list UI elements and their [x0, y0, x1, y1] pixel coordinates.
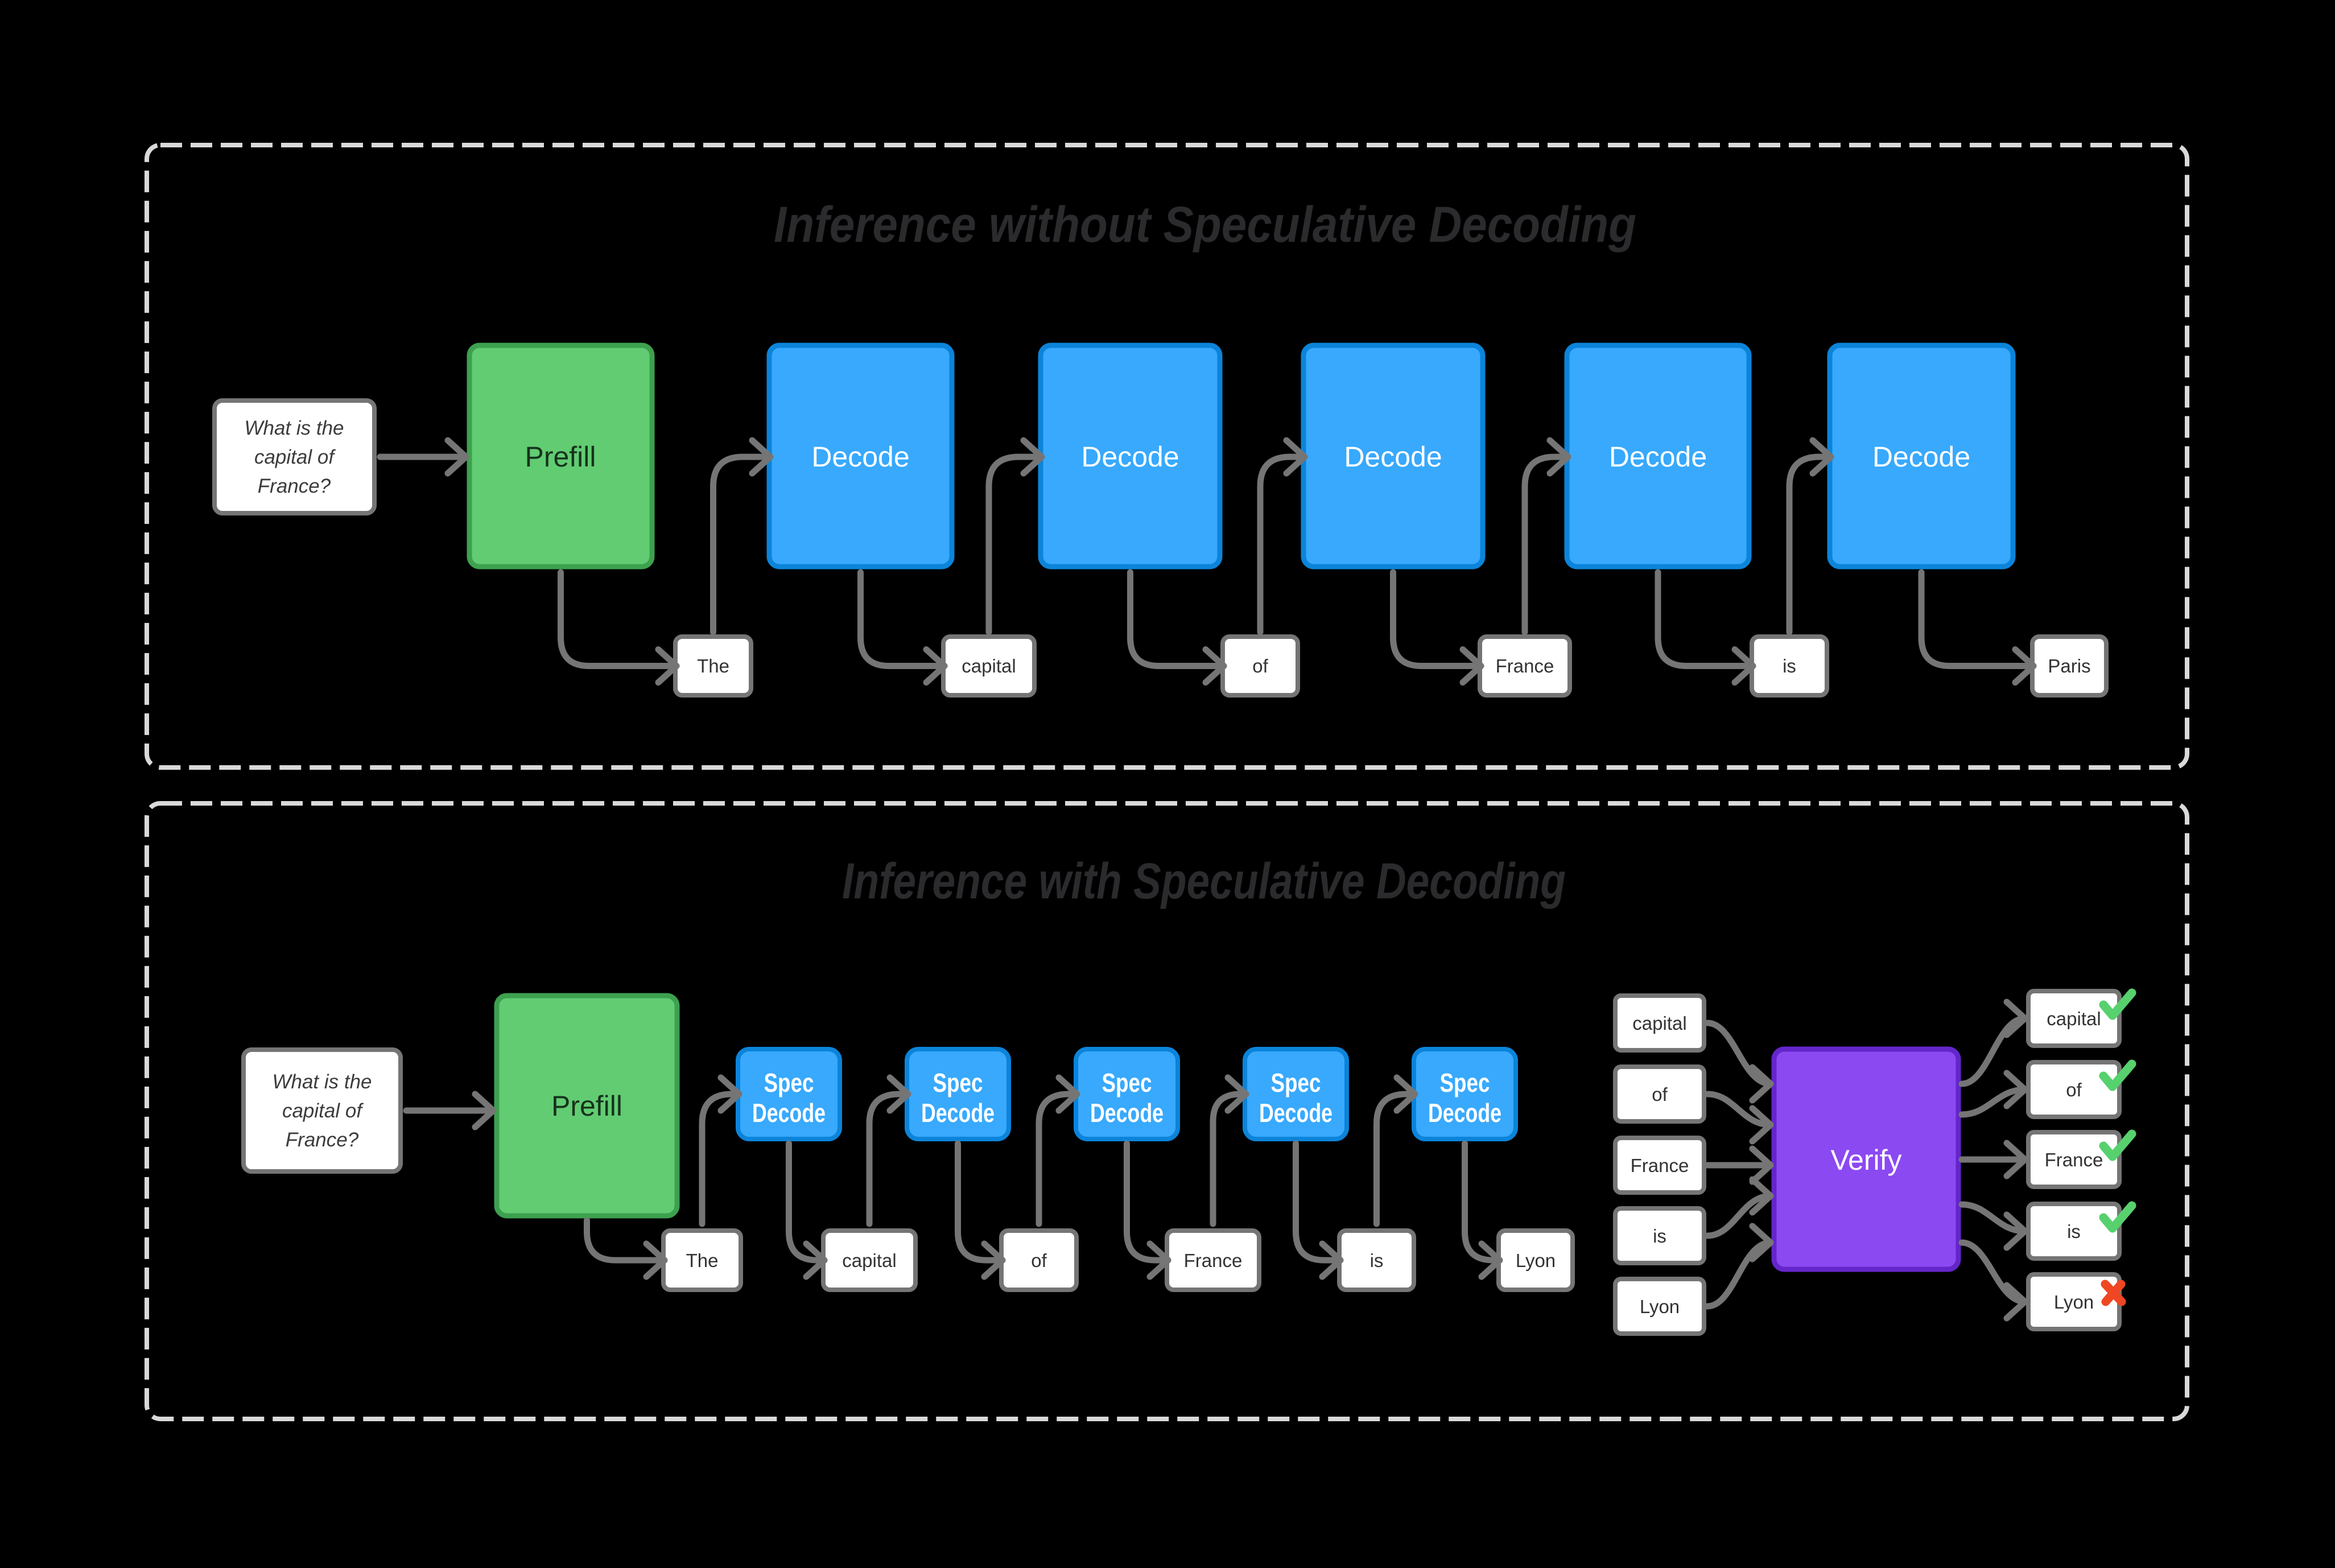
- svg-text:Decode: Decode: [1609, 441, 1707, 473]
- svg-text:Decode: Decode: [1872, 441, 1970, 473]
- svg-text:Prefill: Prefill: [551, 1090, 622, 1122]
- svg-text:capital: capital: [2047, 1008, 2101, 1029]
- svg-text:Decode: Decode: [1090, 1098, 1164, 1128]
- svg-text:Decode: Decode: [1081, 441, 1179, 473]
- svg-text:of: of: [1652, 1084, 1668, 1105]
- svg-text:Spec: Spec: [1271, 1068, 1321, 1097]
- svg-text:capital: capital: [962, 655, 1016, 676]
- svg-text:Lyon: Lyon: [2054, 1291, 2094, 1313]
- svg-text:Spec: Spec: [1102, 1068, 1152, 1097]
- svg-text:The: The: [697, 655, 729, 676]
- svg-text:France: France: [1631, 1155, 1689, 1176]
- svg-text:Decode: Decode: [1344, 441, 1442, 473]
- svg-text:France: France: [1496, 655, 1554, 676]
- svg-text:Decode: Decode: [752, 1098, 826, 1128]
- svg-text:France: France: [1184, 1250, 1243, 1271]
- svg-text:France?: France?: [286, 1129, 359, 1151]
- svg-text:Prefill: Prefill: [525, 441, 596, 473]
- svg-text:Inference with Speculative Dec: Inference with Speculative Decoding: [842, 852, 1566, 909]
- svg-text:Lyon: Lyon: [1516, 1250, 1556, 1271]
- svg-text:Decode: Decode: [921, 1098, 995, 1128]
- svg-text:Lyon: Lyon: [1640, 1296, 1680, 1317]
- svg-text:of: of: [1252, 655, 1268, 676]
- svg-text:of: of: [1031, 1250, 1047, 1271]
- svg-text:capital of: capital of: [254, 446, 336, 468]
- svg-text:What is the: What is the: [272, 1071, 372, 1093]
- svg-text:capital: capital: [1632, 1013, 1686, 1034]
- svg-text:Spec: Spec: [764, 1068, 814, 1097]
- svg-text:France?: France?: [258, 475, 331, 497]
- svg-text:Decode: Decode: [1428, 1098, 1501, 1128]
- svg-text:Decode: Decode: [1259, 1098, 1332, 1128]
- svg-text:is: is: [1783, 655, 1796, 676]
- svg-text:Spec: Spec: [1440, 1068, 1490, 1097]
- svg-text:is: is: [2067, 1221, 2081, 1242]
- svg-text:is: is: [1653, 1225, 1666, 1247]
- svg-text:Decode: Decode: [811, 441, 909, 473]
- svg-text:France: France: [2045, 1149, 2103, 1170]
- svg-text:is: is: [1370, 1250, 1384, 1271]
- svg-text:capital of: capital of: [282, 1100, 364, 1122]
- svg-text:Inference without Speculative: Inference without Speculative Decoding: [774, 196, 1636, 253]
- svg-text:The: The: [686, 1250, 719, 1271]
- svg-text:Spec: Spec: [933, 1068, 983, 1097]
- svg-text:capital: capital: [842, 1250, 896, 1271]
- svg-text:of: of: [2066, 1079, 2082, 1100]
- svg-text:Verify: Verify: [1830, 1144, 1901, 1176]
- svg-text:What is the: What is the: [244, 417, 344, 439]
- svg-text:Paris: Paris: [2048, 655, 2090, 676]
